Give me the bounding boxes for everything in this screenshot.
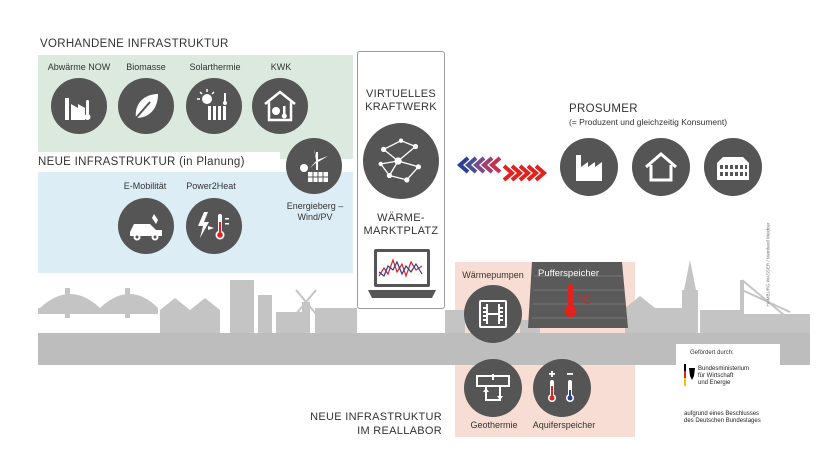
funding-note-line1: aufgrund eines Beschlusses [684,411,760,417]
funding-note-line2: des Deutschen Bundestages [684,418,761,424]
label-abwaerme: Abwärme NOW [47,62,111,72]
funding-box [676,344,780,444]
label-biomasse: Biomasse [126,62,166,72]
factory-heat-icon [51,78,107,134]
market-title-line1: WÄRME- [377,212,425,224]
aquifer-storage-icon [533,359,591,417]
power-to-heat-icon [186,198,242,254]
label-kwk: KWK [270,62,292,72]
buffer-storage-title: Pufferspeicher [538,268,600,279]
energy-hill-label-line2: Wind/PV [297,212,333,222]
funding-label: Gefördert durch: [690,350,734,356]
planned-infrastructure-title: NEUE INFRASTRUKTUR (in Planung) [38,156,245,168]
svg-text:°C: °C [578,293,592,307]
label-e-mobilitaet: E-Mobilität [123,181,167,191]
factory-icon [560,138,618,196]
vpp-title-line2: KRAFTWERK [365,101,437,113]
house-icon [632,138,690,196]
ministry-line3: und Energie [698,380,731,386]
prosumer-title: PROSUMER [569,103,638,115]
ministry-line2: für Wirtschaft [698,373,734,379]
leaf-icon [118,78,174,134]
laptop-chart-icon [368,249,436,298]
network-icon [363,123,439,199]
label-power2heat: Power2Heat [186,181,236,191]
wind-pv-icon [286,138,342,194]
energy-hill-label-line1: Energieberg – [286,201,344,211]
house-chp-icon [252,78,308,134]
exchange-arrows [456,156,548,182]
market-title-line2: MARKTPLATZ [363,225,439,237]
electric-car-icon [118,198,174,254]
geothermal-icon [464,359,522,417]
label-aquiferspeicher: Aquiferspeicher [532,420,596,430]
label-geothermie: Geothermie [470,420,518,430]
federal-eagle-emblem [684,364,695,386]
vpp-title-line1: VIRTUELLES [365,88,437,100]
solar-thermal-icon [186,78,242,134]
existing-infrastructure-title: VORHANDENE INFRASTRUKTUR [40,38,229,50]
ministry-line1: Bundesministerium [698,366,750,372]
apartment-building-icon [704,138,762,196]
label-solarthermie: Solarthermie [189,62,241,72]
planned-title-bar [30,152,280,172]
photo-credit: HAMBURG WASSER / Meinhard Weidner [765,222,771,307]
reallab-title-line2: IM REALLABOR [357,425,442,437]
label-waermepumpen: Wärmepumpen [462,270,524,280]
prosumer-subtitle: (= Produzent und gleichzeitig Konsument) [569,117,728,127]
heat-pump-icon [464,285,522,343]
reallab-title-line1: NEUE INFRASTRUKTUR [310,411,442,423]
buffer-tank-icon: °C [528,262,628,328]
